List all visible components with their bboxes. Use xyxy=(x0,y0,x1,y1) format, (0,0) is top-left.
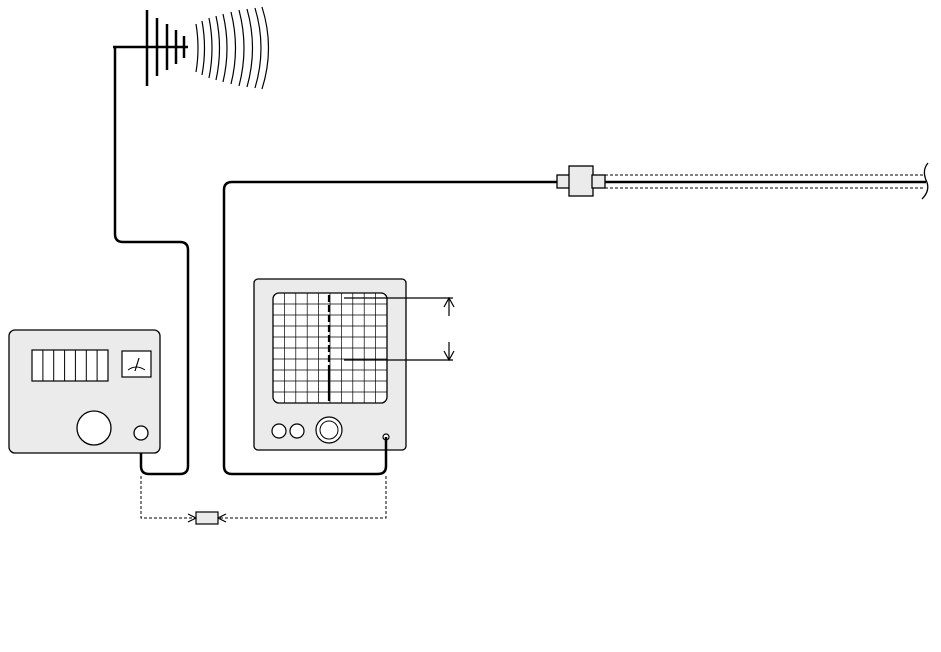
probe-link xyxy=(141,476,386,524)
signal-instrument xyxy=(9,330,160,453)
oscilloscope-screen xyxy=(273,293,387,403)
control-knob-2[interactable] xyxy=(290,424,304,438)
oscilloscope xyxy=(254,279,406,450)
analog-meter-icon xyxy=(122,351,151,377)
radio-waves xyxy=(196,7,269,89)
arrow-down-icon xyxy=(444,342,454,360)
antenna xyxy=(113,10,188,86)
arrow-up-icon xyxy=(444,298,454,316)
tuning-knob[interactable] xyxy=(77,411,111,445)
coaxial-cable xyxy=(605,163,928,199)
main-knob-inner xyxy=(320,421,338,439)
digital-display xyxy=(32,350,108,381)
control-knob-1[interactable] xyxy=(272,424,286,438)
coaxial-connector xyxy=(557,166,605,196)
output-jack[interactable] xyxy=(134,426,148,440)
attenuator xyxy=(196,512,218,524)
